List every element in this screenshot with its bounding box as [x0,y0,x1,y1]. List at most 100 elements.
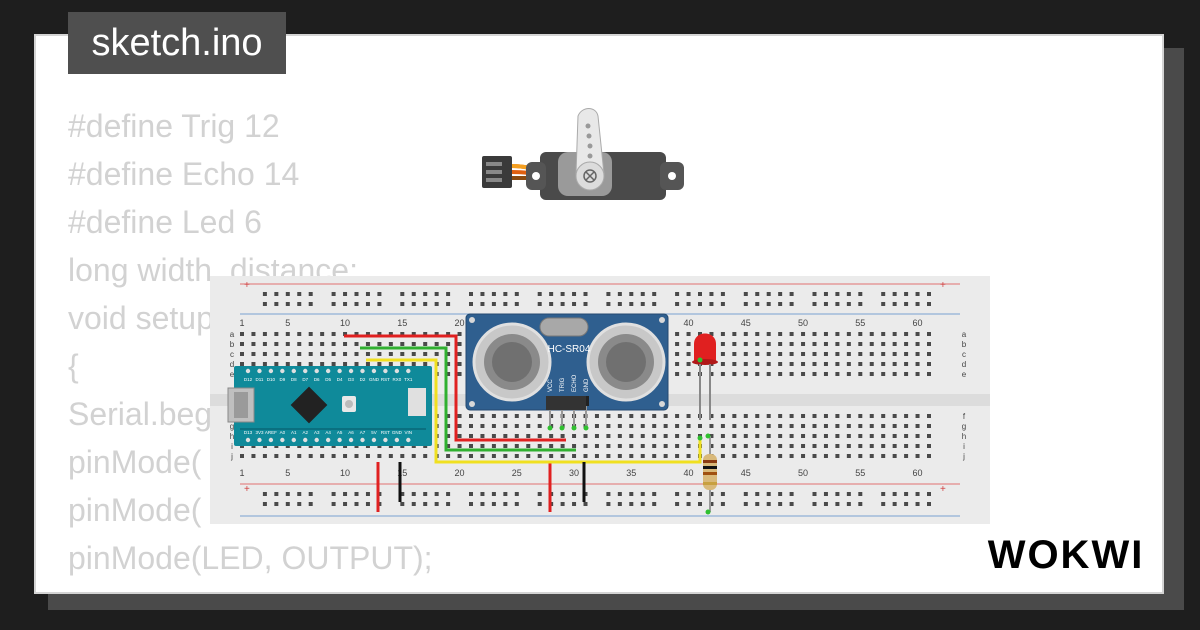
nano-pin [371,368,377,374]
nano-pin-label: VIN [405,430,413,435]
nano-pin [314,368,319,374]
column-label: 10 [340,318,350,328]
wire-yellow [366,358,702,464]
nano-pin [303,368,308,374]
row-label: a [230,330,235,339]
column-label: 1 [239,318,244,328]
wire-red [344,334,566,512]
nano-pin [291,437,296,443]
wire-end [697,435,703,441]
nano-pin-label: A5 [337,430,343,435]
rail-plus-top: + [244,280,250,291]
nano-pin [337,437,342,443]
row-label: h [962,432,966,441]
wire-end-dots [697,357,711,515]
led-red [692,333,718,420]
crystal [539,317,589,337]
nano-pin-label: D5 [325,377,331,382]
code-line: pinMode( [68,492,202,528]
row-label: c [962,350,966,359]
nano-pin [406,437,411,443]
nano-pin-label: 3V3 [255,430,264,435]
nano-pin [348,437,354,443]
column-label: 60 [913,468,923,478]
column-label: 15 [397,318,407,328]
nano-pin-label: D4 [337,377,343,382]
nano-pin [394,368,400,374]
nano-pin [314,437,319,443]
nano-pin [268,437,274,443]
column-label: 40 [684,468,694,478]
sensor-pin-label: ECHO [572,374,578,392]
sensor-label: HC-SR04 [548,344,591,355]
column-label: 25 [512,468,522,478]
nano-pin [280,437,285,443]
code-preview: #define Trig 12#define Echo 14#define Le… [68,102,668,592]
sensor-pin-label: VCC [548,379,554,392]
nano-pin [383,368,388,374]
column-label: 45 [741,468,751,478]
code-line: Serial.beg [68,396,213,432]
nano-pin-label: A0 [280,430,286,435]
column-label: 55 [855,318,865,328]
nano-pin [257,368,262,374]
row-labels: aabbccddeeffgghhiijj [230,330,967,461]
column-label: 40 [684,318,694,328]
row-label: d [230,360,234,369]
nano-pin-label: TX1 [404,377,413,382]
column-label: 55 [855,468,865,478]
row-label: b [962,340,967,349]
nano-pin [406,368,411,374]
nano-pin-label: A2 [302,430,308,435]
rail-plus-bottom-right: + [940,484,946,495]
svg-text:WOKWI: WOKWI [988,533,1145,577]
row-label: j [230,452,233,461]
column-label: 5 [285,468,290,478]
nano-pin [280,368,285,374]
row-label: f [963,412,966,421]
column-label: 50 [798,468,808,478]
nano-pin-label: D9 [279,377,285,382]
nano-pin-label: GND [392,430,403,435]
row-label: i [963,442,965,451]
column-label: 50 [798,318,808,328]
sensor-pin-label: GND [584,378,590,392]
nano-pin-label: A6 [348,430,354,435]
nano-pin-label: D12 [244,377,253,382]
column-label: 35 [626,468,636,478]
nano-pin-label: D6 [314,377,320,382]
nano-pin [245,368,251,374]
nano-pin [337,368,342,374]
row-label: e [962,370,967,379]
nano-pin-label: D2 [360,377,366,382]
nano-pin-label: D11 [255,377,263,382]
code-line: pinMode( [68,444,202,480]
column-label: 1 [239,468,244,478]
wire-green [360,346,576,452]
wire-end [705,433,711,439]
nano-pin-label: D13 [244,430,253,435]
code-line: } [68,582,668,592]
wire-black [398,462,586,502]
code-line: #define Trig 12 [68,108,280,144]
breadboard-circuit[interactable]: + + + + 11551010151520202525303035354040… [210,276,990,524]
column-label: 60 [913,318,923,328]
row-label: h [230,432,234,441]
nano-pin [371,437,377,443]
rail-plus-bottom: + [244,484,250,495]
nano-pin-label: A1 [291,430,297,435]
code-line: pinMode(LED, OUTPUT); [68,540,433,576]
wire-end [705,509,711,515]
nano-pin [245,437,251,443]
nano-pin [360,368,365,374]
row-label: c [230,350,234,359]
nano-pin-label: D8 [291,377,297,382]
row-label: g [962,422,966,431]
nano-pin-label: 5V [371,430,377,435]
nano-pin-label: D10 [267,377,276,382]
nano-pin-label: RX0 [392,377,401,382]
row-label: e [230,370,235,379]
column-label: 15 [397,468,407,478]
row-label: g [230,422,234,431]
nano-pin-label: A3 [314,430,320,435]
